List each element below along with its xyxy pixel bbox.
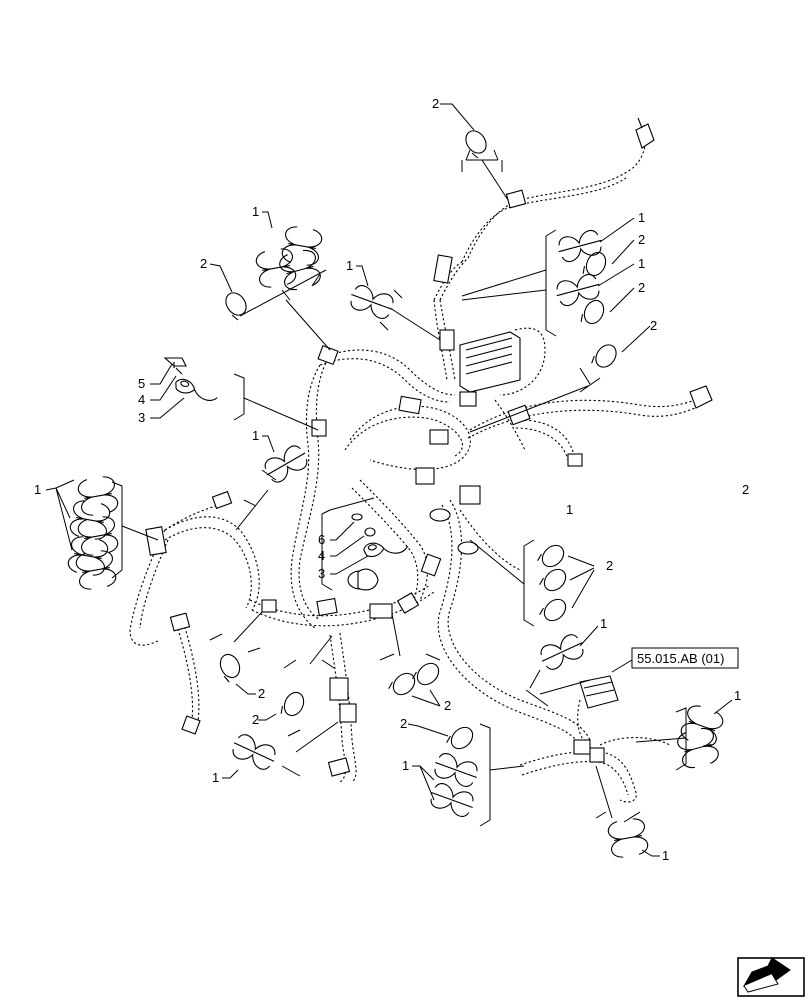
reference-label: 55.015.AB (01): [637, 651, 724, 666]
callout-3: 3: [318, 566, 325, 581]
callout-1: 1: [252, 428, 259, 443]
callout-2: 2: [638, 280, 645, 295]
callout-2: 2: [742, 482, 749, 497]
callout-3: 3: [138, 410, 145, 425]
callout-2: 2: [200, 256, 207, 271]
callout-2: 2: [650, 318, 657, 333]
callout-6: 6: [318, 532, 325, 547]
callout-1: 1: [212, 770, 219, 785]
callout-2: 2: [258, 686, 265, 701]
callout-2: 2: [252, 712, 259, 727]
callout-2: 2: [638, 232, 645, 247]
callout-1: 1: [662, 848, 669, 863]
reference-link[interactable]: 55.015.AB (01): [631, 647, 739, 669]
callout-1: 1: [638, 210, 645, 225]
callout-5: 5: [138, 376, 145, 391]
components: [145, 117, 713, 777]
callout-4: 4: [138, 392, 145, 407]
callout-2: 2: [606, 558, 613, 573]
callout-1: 1: [638, 256, 645, 271]
callout-labels: 2 1 2 1 1 2 1 2 2 5 4 3 1 1 2 1 6 4 3 2 …: [34, 96, 749, 863]
harness-lines: [129, 124, 703, 803]
callout-1: 1: [346, 258, 353, 273]
callout-2: 2: [444, 698, 451, 713]
callout-1: 1: [402, 758, 409, 773]
callout-1: 1: [566, 502, 573, 517]
callout-2: 2: [432, 96, 439, 111]
next-page-arrow-icon[interactable]: [737, 957, 805, 997]
callout-1: 1: [734, 688, 741, 703]
callout-2: 2: [400, 716, 407, 731]
callout-4: 4: [318, 548, 325, 563]
callout-1: 1: [252, 204, 259, 219]
callout-groups: [45, 103, 733, 860]
callout-1: 1: [600, 616, 607, 631]
callout-1: 1: [34, 482, 41, 497]
